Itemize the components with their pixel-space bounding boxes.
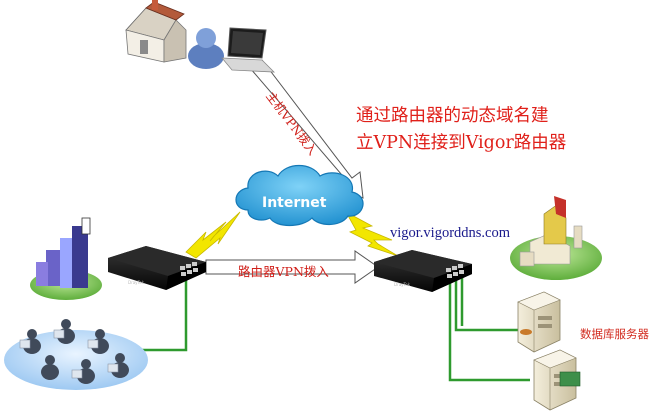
laptop-icon bbox=[221, 27, 276, 73]
right-campus-icon bbox=[510, 196, 602, 280]
left-router-icon: DrayTek bbox=[108, 246, 206, 290]
house-icon bbox=[125, 0, 187, 63]
left-router-brand: DrayTek bbox=[128, 280, 145, 285]
router-vpn-arrow bbox=[205, 250, 379, 284]
router-vpn-label: 路由器VPN拨入 bbox=[238, 264, 329, 279]
left-buildings-icon bbox=[30, 217, 102, 300]
cloud-label: Internet bbox=[262, 195, 327, 211]
ddns-domain-label: vigor.vigorddns.com bbox=[390, 225, 511, 241]
title-line-2: 立VPN连接到Vigor路由器 bbox=[356, 133, 567, 153]
left-lan-link bbox=[140, 280, 188, 352]
user-icon bbox=[188, 28, 224, 69]
file-server-icon bbox=[533, 349, 581, 411]
right-lan-link-db bbox=[454, 278, 520, 332]
title-line-1: 通过路由器的动态域名建 bbox=[356, 106, 549, 126]
internet-cloud-icon: Internet bbox=[235, 164, 364, 227]
office-workers-icon bbox=[4, 319, 148, 390]
right-router-icon: DrayTek bbox=[374, 250, 472, 292]
left-lightning-icon bbox=[185, 211, 241, 259]
database-server-icon bbox=[517, 291, 561, 353]
right-lightning-icon bbox=[344, 211, 399, 257]
diagram-title: 通过路由器的动态域名建 立VPN连接到Vigor路由器 bbox=[356, 103, 606, 157]
lan-links bbox=[140, 278, 530, 382]
right-router-brand: DrayTek bbox=[394, 282, 411, 287]
right-lan-link-server2 bbox=[448, 278, 530, 382]
db-server-label: 数据库服务器 bbox=[580, 327, 649, 341]
